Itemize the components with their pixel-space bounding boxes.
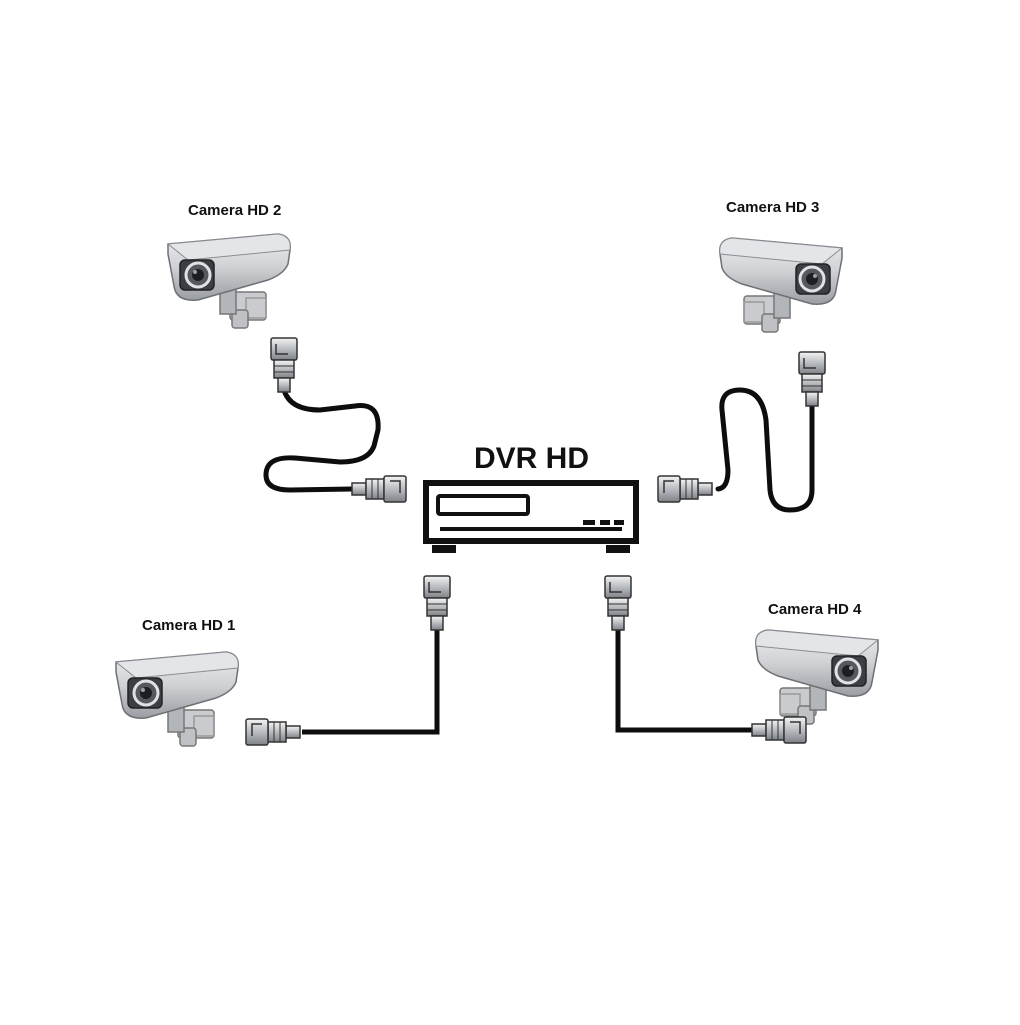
bnc-connector-icon bbox=[245, 718, 301, 746]
camera-hd-3-label: Camera HD 3 bbox=[726, 199, 820, 216]
cable-cam2-to-dvr bbox=[263, 387, 381, 493]
camera-hd-2-icon bbox=[166, 232, 292, 330]
camera-hd-3-icon bbox=[718, 236, 844, 334]
camera-hd-2-label: Camera HD 2 bbox=[188, 202, 282, 219]
bnc-connector-icon bbox=[423, 575, 451, 631]
dvr-label: DVR HD bbox=[474, 442, 590, 475]
cable-cam3-to-dvr bbox=[715, 387, 815, 513]
bnc-connector-icon bbox=[351, 475, 407, 503]
dvr-recorder-icon bbox=[423, 480, 639, 553]
cable-cam4-to-dvr bbox=[615, 628, 752, 733]
camera-hd-4-label: Camera HD 4 bbox=[768, 601, 862, 618]
camera-hd-1-label: Camera HD 1 bbox=[142, 617, 236, 634]
bnc-connector-icon bbox=[270, 337, 298, 393]
bnc-connector-icon bbox=[657, 475, 713, 503]
camera-hd-4-icon bbox=[754, 628, 880, 726]
bnc-connector-icon bbox=[604, 575, 632, 631]
bnc-connector-icon bbox=[798, 351, 826, 407]
camera-hd-1-icon bbox=[114, 650, 240, 748]
bnc-connector-icon bbox=[751, 716, 807, 744]
cable-cam1-to-dvr bbox=[302, 628, 440, 735]
